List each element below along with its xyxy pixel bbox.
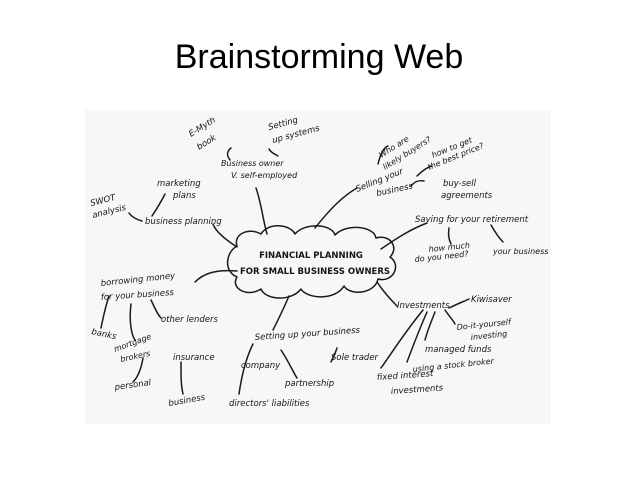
business-label: business [168, 393, 207, 409]
managed-label: managed funds [425, 345, 492, 355]
buysell-line-2: agreements [441, 191, 493, 201]
kiwisaver-label: Kiwisaver [471, 295, 512, 305]
personal-label: personal [113, 378, 152, 393]
investments-label: Investments [397, 301, 450, 311]
buysell-line-1: buy-sell [443, 179, 477, 189]
center-topic-line-2: FOR SMALL BUSINESS OWNERS [240, 267, 390, 277]
marketing-line-2: plans [172, 191, 196, 201]
directors-label: directors' liabilities [229, 399, 310, 409]
owner-line-1: Business owner [221, 159, 284, 168]
bizplan-label: business planning [145, 217, 222, 227]
company-label: company [241, 361, 281, 371]
connector-lines [100, 145, 504, 395]
howmuch-line-2: do you need? [414, 249, 469, 264]
borrowing-line-2: for your business [101, 288, 175, 303]
settingup-label: Setting up your business [255, 326, 361, 343]
yourbiz-label: your business [492, 247, 548, 256]
brainstorm-web: FINANCIAL PLANNING FOR SMALL BUSINESS OW… [85, 110, 551, 424]
center-topic-line-1: FINANCIAL PLANNING [259, 251, 363, 261]
fixed-line-1: fixed interest [377, 369, 435, 383]
partnership-label: partnership [284, 379, 334, 389]
marketing-line-1: marketing [157, 179, 201, 189]
howmuch-line-1: how much [428, 241, 470, 254]
insurance-label: insurance [173, 353, 215, 363]
center-cloud [226, 225, 397, 299]
slide-title: Brainstorming Web [174, 38, 464, 76]
borrowing-line-1: borrowing money [100, 271, 176, 289]
retirement-label: Saving for your retirement [415, 215, 529, 225]
lenders-label: other lenders [161, 315, 218, 325]
banks-label: banks [90, 327, 117, 342]
mind-map-diagram: FINANCIAL PLANNING FOR SMALL BUSINESS OW… [89, 115, 548, 409]
mortgage-line-2: brokers [120, 349, 151, 364]
fixed-line-2: investments [391, 383, 445, 397]
soletrader-label: Sole trader [331, 353, 379, 363]
owner-line-2: V. self-employed [231, 171, 298, 180]
diy-line-2: investing [470, 329, 507, 342]
